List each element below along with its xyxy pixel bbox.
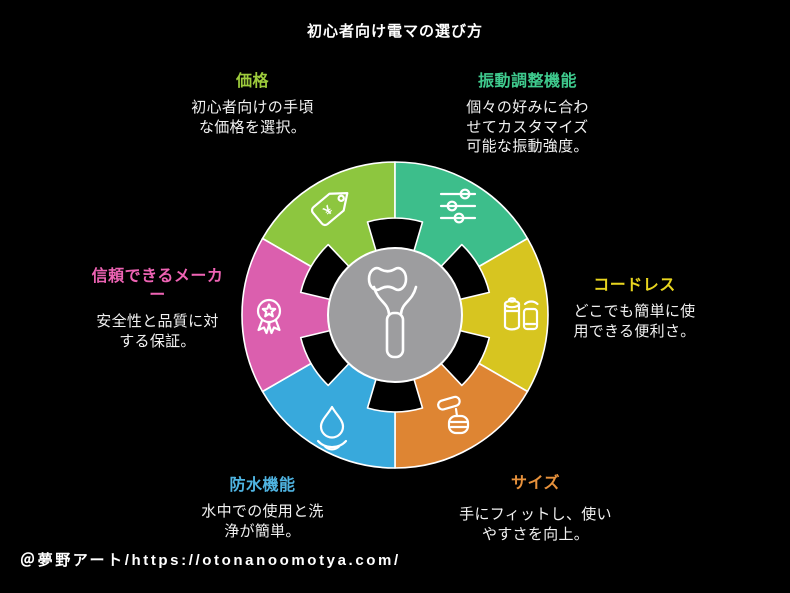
label-waterproof-heading: 防水機能 [229,477,296,494]
label-maker-desc: 安全性と品質に対 する保証。 [96,313,219,350]
sliders-icon [439,188,477,224]
page-title: 初心者向け電マの選び方 [306,23,483,40]
credit-url-text: ＠夢野アート/https://otonanoomotya.com/ [20,552,401,569]
segment-size [394,359,529,469]
label-block-maker: 信頼できるメーカ ー 安全性と品質に対 する保証。 [55,267,260,351]
segment-cordless [454,237,549,393]
segment-vibration [394,161,529,271]
label-vibration-heading: 振動調整機能 [477,73,577,90]
label-block-cordless: コードレス どこでも簡単に使 用できる便利さ。 [532,276,737,341]
label-price-desc: 初心者向けの手頃 な価格を選択。 [191,99,314,136]
massager-wand-icon [367,266,418,359]
donut-diagram: ¥ [241,161,549,469]
water-drop-icon [316,405,348,451]
label-block-waterproof: 防水機能 水中での使用と洗 浄が簡単。 [160,476,365,541]
label-waterproof-desc: 水中での使用と洗 浄が簡単。 [201,503,324,540]
label-vibration-desc: 個々の好みに合わ せてカスタマイズ 可能な振動強度。 [466,99,589,155]
label-price-heading: 価格 [235,73,269,90]
label-cordless-desc: どこでも簡単に使 用できる便利さ。 [573,303,696,340]
label-block-vibration: 振動調整機能 個々の好みに合わ せてカスタマイズ 可能な振動強度。 [425,72,630,157]
label-block-size: サイズ 手にフィットし、使い やすさを向上。 [428,474,643,544]
center-circle [327,247,463,383]
label-size-desc: 手にフィットし、使い やすさを向上。 [459,506,612,543]
segment-waterproof [261,359,396,469]
award-ribbon-icon [256,298,282,335]
label-size-heading: サイズ [510,475,561,492]
cordless-device-icon [503,297,539,331]
segment-price [261,161,396,271]
label-block-price: 価格 初心者向けの手頃 な価格を選択。 [150,72,355,137]
hand-grip-icon [437,395,470,435]
label-cordless-heading: コードレス [593,277,676,294]
label-maker-heading: 信頼できるメーカ ー [91,268,224,304]
segment-maker [241,237,336,393]
